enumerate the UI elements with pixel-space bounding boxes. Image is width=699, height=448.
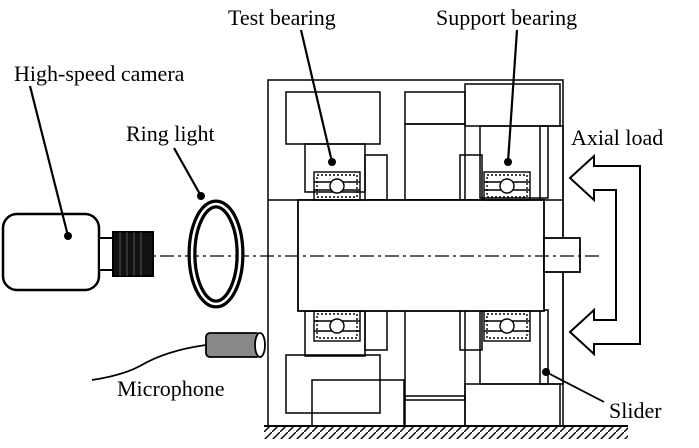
support-bearing-bottom [483,310,531,342]
test-bearing-bottom [313,310,361,342]
label-axial-load: Axial load [571,125,663,150]
ground [264,425,628,439]
axial-load-arrows [568,153,641,357]
label-camera: High-speed camera [14,61,185,86]
test-bearing-top [313,171,361,201]
support-bearing-top [483,171,531,201]
camera-icon [1,212,154,292]
label-microphone: Microphone [117,376,225,401]
label-support-bearing: Support bearing [436,5,577,30]
ring-light-icon [187,192,245,309]
label-test-bearing: Test bearing [228,5,336,30]
microphone-icon [91,332,266,381]
label-slider: Slider [609,398,662,423]
label-ring-light: Ring light [126,121,215,146]
leader-lines [28,29,519,237]
